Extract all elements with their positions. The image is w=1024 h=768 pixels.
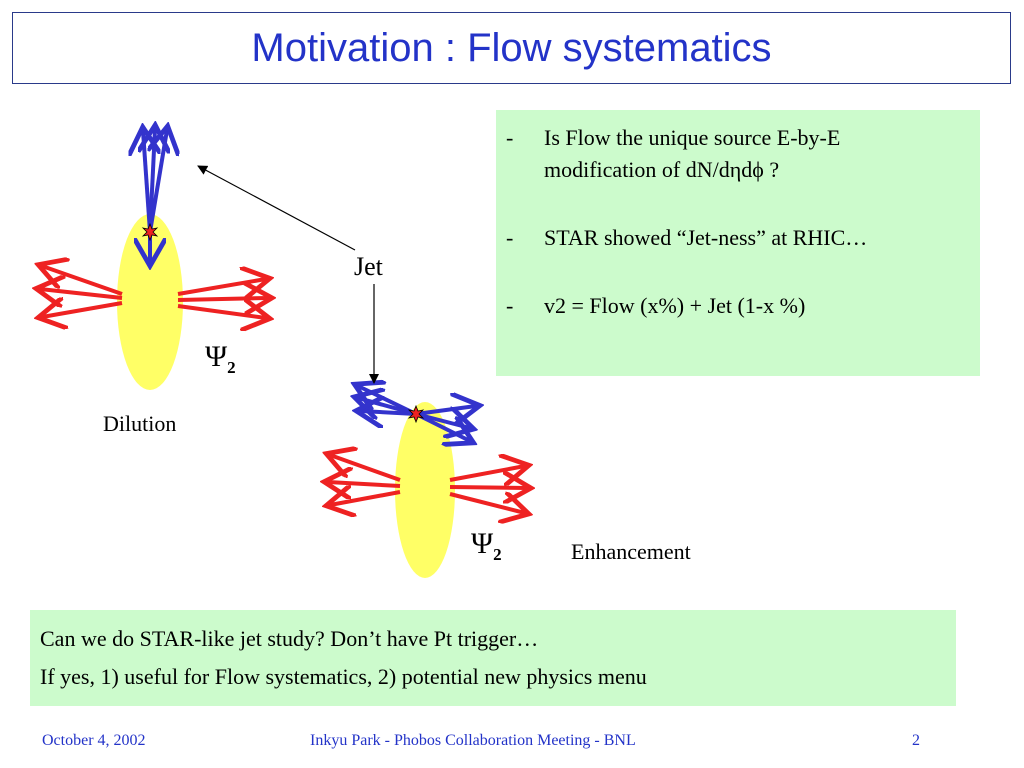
psi2-label-2: Ψ2 [471,527,502,565]
question-box: Can we do STAR-like jet study? Don’t hav… [30,610,956,706]
bullet-dash: - [506,290,544,322]
bullet-text: Is Flow the unique source E-by-E [544,122,962,154]
flow-arrow [178,306,266,318]
question-line-2: If yes, 1) useful for Flow systematics, … [40,658,946,696]
flow-arrow [450,466,525,480]
psi-symbol: Ψ [471,527,493,560]
flow-arrow [328,482,400,486]
bullet-text: STAR showed “Jet-ness” at RHIC… [544,222,962,254]
psi-subscript: 2 [227,358,236,377]
bullet-dash: - [506,122,544,186]
footer-center: Inkyu Park - Phobos Collaboration Meetin… [310,732,636,750]
psi-subscript: 2 [493,545,502,564]
flow-arrow [178,298,268,300]
footer-page-number: 2 [912,732,920,750]
flow-arrow [330,492,400,505]
psi2-label-1: Ψ2 [205,340,236,378]
jet-pointer-arrow-1 [198,166,355,250]
bullet-text: modification of dN/dηdϕ ? [544,154,962,186]
jet-label: Jet [354,252,383,282]
bullet-item: - v2 = Flow (x%) + Jet (1-x %) [506,290,962,322]
flow-arrow [450,487,527,488]
bullet-item: - Is Flow the unique source E-by-E modif… [506,122,962,186]
flow-arrow [330,455,400,480]
question-line-1: Can we do STAR-like jet study? Don’t hav… [40,620,946,658]
flow-arrow [42,303,122,317]
footer-date: October 4, 2002 [42,732,146,750]
psi-symbol: Ψ [205,340,227,373]
dilution-label: Dilution [103,411,176,437]
enhancement-label: Enhancement [571,539,691,565]
bullet-dash: - [506,222,544,254]
flow-arrow [178,279,266,294]
flow-arrow [450,494,525,513]
bullets-box: - Is Flow the unique source E-by-E modif… [496,110,980,376]
bullet-item: - STAR showed “Jet-ness” at RHIC… [506,222,962,254]
bullet-text: v2 = Flow (x%) + Jet (1-x %) [544,290,962,322]
